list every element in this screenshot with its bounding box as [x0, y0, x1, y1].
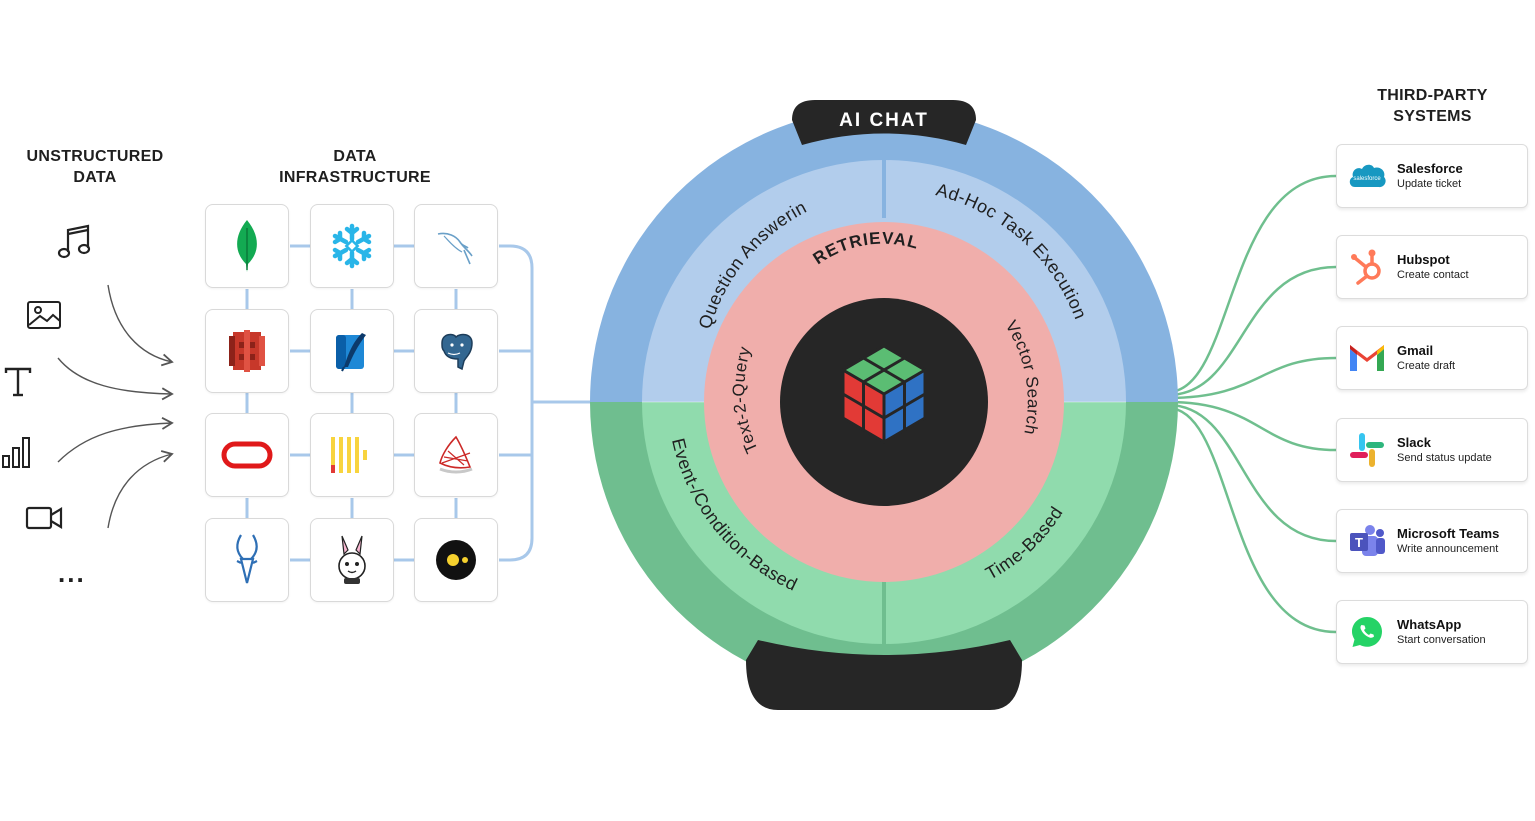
- slack-card[interactable]: Slack Send status update: [1336, 418, 1528, 482]
- arrow-connector: [107, 450, 174, 529]
- bar-chart-icon: [0, 432, 35, 472]
- elastic-tile[interactable]: [205, 518, 289, 602]
- card-action: Update ticket: [1397, 177, 1462, 190]
- third-party-systems-heading: THIRD-PARTY SYSTEMS: [1345, 85, 1520, 127]
- snowflake-tile[interactable]: [310, 204, 394, 288]
- card-name: Hubspot: [1397, 251, 1450, 267]
- snowflake-icon: [332, 223, 372, 269]
- arrow-connector: [107, 284, 174, 367]
- heading-line: UNSTRUCTURED: [26, 148, 164, 165]
- salesforce-icon: salesforce: [1347, 156, 1387, 196]
- whatsapp-icon: [1347, 612, 1387, 652]
- hubspot-card[interactable]: Hubspot Create contact: [1336, 235, 1528, 299]
- card-name: Microsoft Teams: [1397, 525, 1500, 541]
- slack-icon: [1347, 430, 1387, 470]
- postgresql-icon: [441, 333, 473, 371]
- text-icon: [0, 362, 38, 402]
- arrow-connector: [57, 357, 174, 401]
- third-party-connectors: [1167, 174, 1337, 634]
- data-infrastructure-heading: DATA INFRASTRUCTURE: [255, 146, 455, 188]
- supabase-mascot-icon: [338, 535, 366, 584]
- unstructured-data-heading: UNSTRUCTURED DATA: [10, 146, 180, 188]
- card-name: Gmail: [1397, 342, 1434, 358]
- svg-text:T: T: [1355, 535, 1363, 550]
- more-items-ellipsis: ...: [58, 558, 86, 588]
- databox-icon: [436, 540, 476, 580]
- card-action: Start conversation: [1397, 633, 1486, 646]
- gmail-icon: [1347, 338, 1387, 378]
- ai-chat-tab: [792, 100, 976, 145]
- oracle-icon: [221, 441, 273, 469]
- cube-icon: [841, 344, 927, 444]
- microsoft-teams-card[interactable]: T Microsoft Teams Write announcement: [1336, 509, 1528, 573]
- heading-line: DATA: [73, 169, 117, 186]
- bottom-tab: [746, 640, 1022, 710]
- ai-wheel: [590, 100, 1178, 710]
- azure-sql-icon: [336, 333, 366, 372]
- microsoft-teams-icon: T: [1347, 521, 1387, 561]
- salesforce-card[interactable]: salesforce Salesforce Update ticket: [1336, 144, 1528, 208]
- grid-connectors: [245, 244, 592, 562]
- postgresql-tile[interactable]: [414, 309, 498, 393]
- mysql-tile[interactable]: [414, 204, 498, 288]
- clickhouse-icon: [331, 437, 367, 473]
- oracle-tile[interactable]: [205, 413, 289, 497]
- heading-line: THIRD-PARTY: [1377, 87, 1488, 104]
- aws-s3-tile[interactable]: [205, 309, 289, 393]
- sql-server-icon: [439, 435, 473, 474]
- clickhouse-tile[interactable]: [310, 413, 394, 497]
- card-action: Create draft: [1397, 359, 1456, 372]
- image-icon: [24, 295, 64, 335]
- card-action: Send status update: [1397, 451, 1492, 464]
- aws-s3-icon: [229, 330, 265, 372]
- card-action: Create contact: [1397, 268, 1469, 281]
- whatsapp-card[interactable]: WhatsApp Start conversation: [1336, 600, 1528, 664]
- databox-tile[interactable]: [414, 518, 498, 602]
- heading-line: INFRASTRUCTURE: [279, 169, 431, 186]
- gmail-card[interactable]: Gmail Create draft: [1336, 326, 1528, 390]
- azure-sql-tile[interactable]: [310, 309, 394, 393]
- mysql-icon: [437, 232, 473, 265]
- card-name: Salesforce: [1397, 160, 1463, 176]
- mongodb-icon: [237, 220, 257, 272]
- music-note-icon: [54, 222, 94, 262]
- heading-line: DATA: [333, 148, 377, 165]
- sql-server-tile[interactable]: [414, 413, 498, 497]
- video-camera-icon: [24, 498, 64, 538]
- arrow-connector: [57, 416, 174, 463]
- ai-chat-label: AI CHAT: [839, 110, 929, 131]
- heading-line: SYSTEMS: [1393, 108, 1472, 125]
- card-name: Slack: [1397, 434, 1431, 450]
- mongodb-tile[interactable]: [205, 204, 289, 288]
- salesforce-logo-text: salesforce: [1353, 176, 1381, 182]
- supabase-tile[interactable]: [310, 518, 394, 602]
- card-name: WhatsApp: [1397, 616, 1462, 632]
- card-action: Write announcement: [1397, 542, 1499, 555]
- hubspot-icon: [1347, 247, 1387, 287]
- elastic-antelope-icon: [236, 534, 258, 584]
